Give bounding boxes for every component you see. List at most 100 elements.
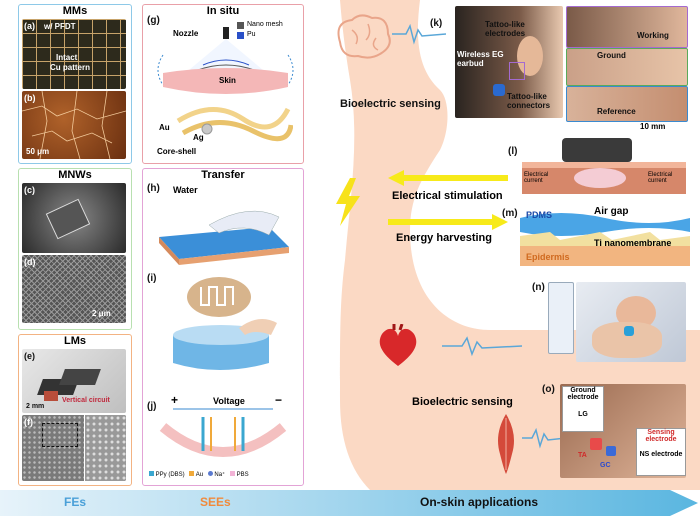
sensing-electrode-box: Sensing electrode NS electrode bbox=[636, 428, 686, 476]
lms-panel: LMs (e) Vertical circuit 2 mm (f) bbox=[18, 334, 132, 486]
spray-diagram bbox=[157, 27, 294, 94]
mms-image-b: (b) 50 μm bbox=[22, 91, 126, 159]
label-o: (o) bbox=[542, 384, 555, 395]
image-l-diagram bbox=[522, 138, 686, 194]
image-k-reference: Reference bbox=[566, 86, 688, 122]
crack-network bbox=[22, 91, 126, 159]
electrical-stimulation-label: Electrical stimulation bbox=[392, 190, 503, 202]
skin-label: Skin bbox=[219, 76, 236, 85]
bio-sensing-label-2: Bioelectric sensing bbox=[412, 396, 513, 408]
pfdt-label: w/ PFDT bbox=[44, 22, 76, 31]
label-l: (l) bbox=[508, 146, 518, 157]
working-label: Working bbox=[637, 31, 669, 40]
label-a: (a) bbox=[24, 21, 35, 31]
core-shell-fibers bbox=[176, 107, 293, 142]
ground-label: Ground bbox=[597, 51, 626, 60]
mms-panel: MMs (a) w/ PFDT Intact Cu pattern (b) 50… bbox=[18, 4, 132, 164]
mms-title: MMs bbox=[62, 5, 88, 17]
elec-current-left: Electrical current bbox=[524, 172, 549, 184]
legend-au: Au bbox=[195, 472, 204, 478]
legend-pu-swatch bbox=[237, 32, 244, 39]
core-shell-label: Core-shell bbox=[157, 147, 197, 156]
bio-sensing-label-1: Bioelectric sensing bbox=[340, 98, 441, 110]
au-label: Au bbox=[159, 123, 170, 132]
label-c: (c) bbox=[24, 185, 35, 195]
label-m: (m) bbox=[502, 208, 518, 219]
transfer-title: Transfer bbox=[201, 169, 245, 181]
lms-image-e: (e) Vertical circuit 2 mm bbox=[22, 349, 126, 413]
signal-wave-1 bbox=[392, 23, 446, 45]
label-j: (j) bbox=[147, 401, 157, 412]
label-g: (g) bbox=[147, 15, 160, 26]
scale-b: 50 μm bbox=[26, 147, 50, 156]
heart-icon bbox=[379, 324, 417, 366]
insitu-panel: In situ (g) Nano mesh Pu Nozzle Skin Au … bbox=[142, 4, 304, 164]
image-m-diagram bbox=[520, 213, 690, 266]
signal-wave-3 bbox=[522, 427, 566, 449]
lightning-icon bbox=[336, 178, 360, 226]
tattoo-electrodes-label: Tattoo-like electrodes bbox=[485, 20, 526, 38]
wireless-label: Wireless EG earbud bbox=[457, 50, 504, 68]
harvesting-arrow bbox=[388, 214, 508, 230]
scale-e: 2 mm bbox=[26, 403, 45, 410]
voltage-label: Voltage bbox=[213, 396, 245, 406]
image-o-leg: Ground electrode LG Sensing electrode NS… bbox=[560, 384, 686, 478]
epidermis-label: Epidermis bbox=[526, 252, 570, 262]
gc-label: GC bbox=[600, 462, 611, 469]
scale-d: 2 μm bbox=[92, 309, 111, 318]
airgap-label: Air gap bbox=[594, 206, 629, 217]
reference-label: Reference bbox=[597, 107, 636, 116]
cu-pattern-label: Cu pattern bbox=[50, 63, 90, 72]
water-label: Water bbox=[173, 185, 198, 195]
ground-electrode-box: Ground electrode LG bbox=[562, 386, 604, 432]
plus-sign: + bbox=[171, 393, 179, 407]
fes-label: FEs bbox=[64, 495, 87, 509]
sensing-electrode-label: Sensing electrode bbox=[645, 429, 677, 443]
onskin-label: On-skin applications bbox=[420, 495, 539, 509]
mnws-panel: MNWs (c) (d) 2 μm bbox=[18, 168, 132, 330]
label-b: (b) bbox=[24, 93, 36, 103]
elec-current-right: Electrical current bbox=[648, 172, 673, 184]
label-n: (n) bbox=[532, 282, 545, 293]
muscle-icon bbox=[498, 414, 514, 474]
bottom-arrow-bar bbox=[0, 490, 698, 516]
mnws-image-c: (c) bbox=[22, 183, 126, 253]
legend-pu: Pu bbox=[247, 31, 256, 38]
mnws-image-d: (d) 2 μm bbox=[22, 255, 126, 323]
transfer-i-diagram bbox=[173, 277, 277, 370]
legend-ppy: PPy (DBS) bbox=[155, 472, 185, 478]
ta-label: TA bbox=[578, 452, 587, 459]
tattoo-connectors-label: Tattoo-like connectors bbox=[507, 92, 551, 110]
signal-wave-2 bbox=[442, 336, 522, 357]
legend-na: Na⁺ bbox=[214, 472, 226, 478]
image-n-baby bbox=[576, 282, 686, 362]
brain-icon bbox=[337, 14, 391, 59]
image-k-ground: Ground bbox=[566, 48, 688, 86]
image-k-head: Tattoo-like electrodes Wireless EG earbu… bbox=[455, 6, 563, 118]
pdms-label: PDMS bbox=[526, 210, 553, 220]
label-d: (d) bbox=[24, 257, 36, 267]
insitu-title: In situ bbox=[206, 5, 240, 17]
body-silhouette bbox=[340, 0, 700, 490]
legend-nanomesh-swatch bbox=[237, 22, 244, 29]
ti-label: Ti nanomembrane bbox=[594, 238, 672, 248]
label-k: (k) bbox=[430, 18, 443, 29]
ns-label: NS electrode bbox=[639, 451, 683, 458]
sees-label: SEEs bbox=[200, 495, 231, 509]
label-i: (i) bbox=[147, 273, 157, 284]
label-e: (e) bbox=[24, 351, 35, 361]
transfer-h-diagram bbox=[159, 210, 289, 265]
label-h: (h) bbox=[147, 183, 160, 194]
mms-image-a: (a) w/ PFDT Intact Cu pattern bbox=[22, 19, 126, 89]
label-f: (f) bbox=[24, 417, 33, 427]
energy-harvesting-label: Energy harvesting bbox=[396, 232, 492, 244]
vertical-circuit-label: Vertical circuit bbox=[62, 397, 110, 404]
lg-label: LG bbox=[578, 411, 588, 418]
ground-electrode-label: Ground electrode bbox=[567, 387, 599, 401]
minus-sign: − bbox=[275, 393, 283, 407]
lms-title: LMs bbox=[64, 335, 86, 347]
lms-image-f: (f) bbox=[22, 415, 126, 481]
nozzle-label: Nozzle bbox=[173, 29, 199, 38]
image-n-patch bbox=[548, 282, 574, 354]
transfer-panel: Transfer (h) Water (i) (j) + Voltage − P… bbox=[142, 168, 304, 486]
